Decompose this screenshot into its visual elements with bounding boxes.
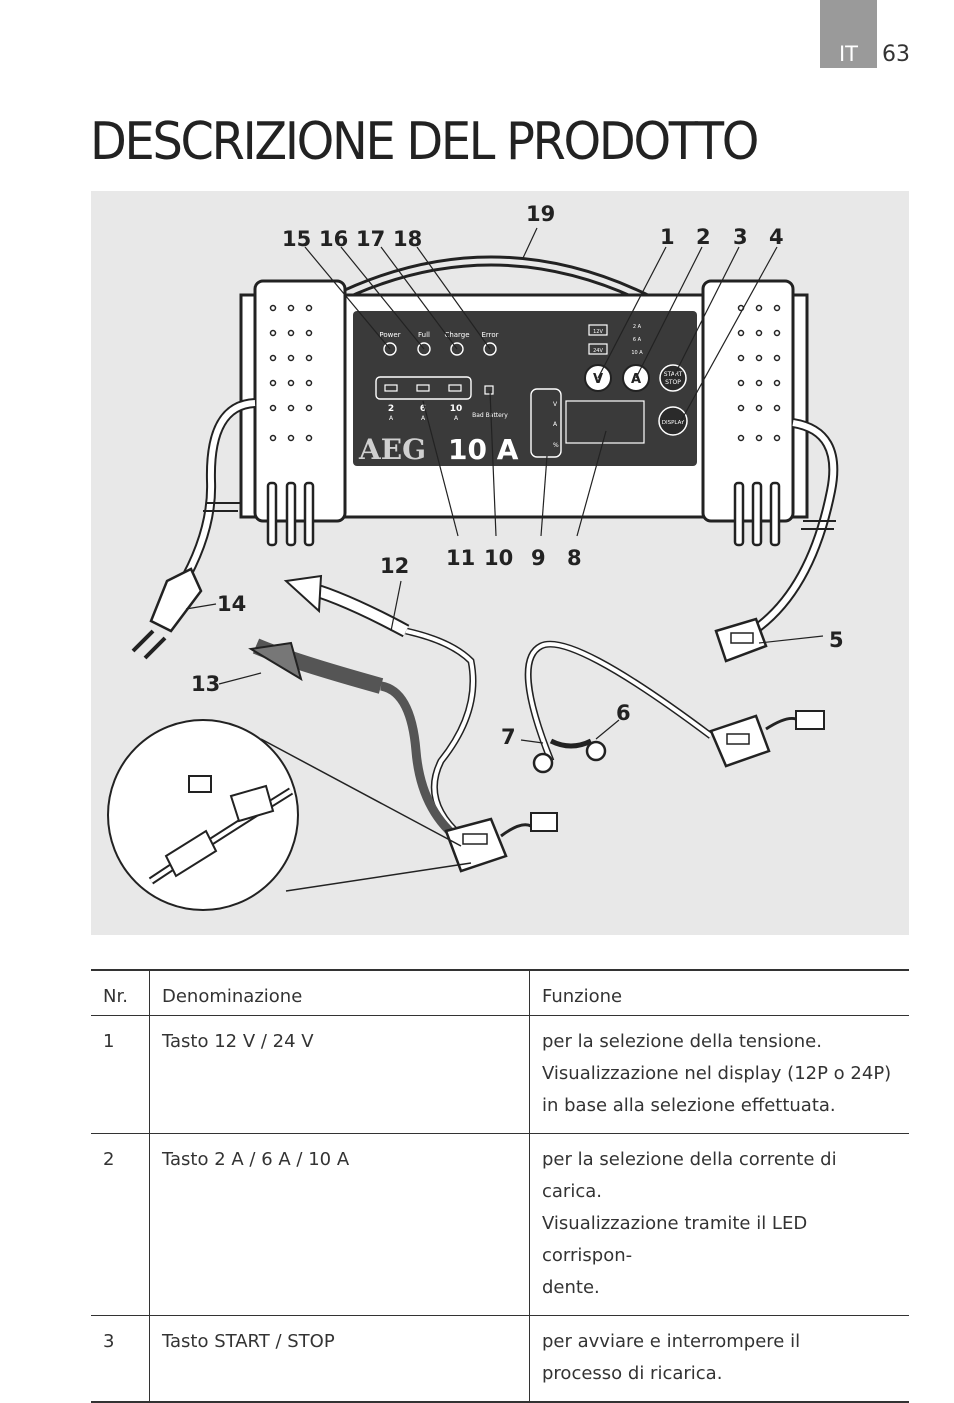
svg-text:A: A [553, 421, 558, 428]
component-table: Nr. Denominazione Funzione 1 Tasto 12 V … [91, 969, 909, 1403]
callout-9: 9 [531, 546, 546, 570]
brand-logo: AEG [358, 433, 426, 466]
display-button-label: DISPLAY [662, 420, 685, 426]
callout-16: 16 [319, 227, 348, 251]
row-function: per avviare e interrompere il processo d… [529, 1315, 909, 1402]
callout-7: 7 [501, 725, 516, 749]
callout-13: 13 [191, 672, 220, 696]
svg-text:6 A: 6 A [633, 337, 642, 343]
callout-11: 11 [446, 546, 475, 570]
callout-15: 15 [282, 227, 311, 251]
svg-text:10: 10 [450, 404, 463, 414]
voltage-button-label: V [593, 372, 603, 387]
svg-text:2: 2 [388, 404, 394, 414]
svg-text:24V: 24V [593, 348, 603, 354]
svg-text:A: A [454, 415, 459, 422]
control-panel [353, 311, 697, 466]
led-label-charge: Charge [444, 331, 469, 339]
row-name: Tasto START / STOP [149, 1315, 530, 1402]
callout-1: 1 [660, 225, 675, 249]
led-label-power: Power [379, 331, 400, 339]
callout-2: 2 [696, 225, 711, 249]
svg-text:2 A: 2 A [633, 324, 642, 330]
svg-text:10 A: 10 A [631, 350, 643, 356]
left-side-grip [253, 279, 347, 523]
table-row: 3 Tasto START / STOP per avviare e inter… [91, 1315, 909, 1402]
led-label-error: Error [481, 331, 498, 339]
row-number: 2 [91, 1133, 150, 1316]
callout-14: 14 [217, 592, 246, 616]
page-title: DESCRIZIONE DEL PRODOTTO [90, 112, 759, 172]
callout-17: 17 [356, 227, 385, 251]
charger-illustration: Power Full Charge Error 2 6 10 A A A Bad… [107, 202, 844, 911]
svg-text:6: 6 [420, 404, 426, 414]
callout-6: 6 [616, 701, 631, 725]
callout-18: 18 [393, 227, 422, 251]
column-header-nr: Nr. [91, 970, 150, 1016]
bad-battery-label: Bad Battery [472, 412, 508, 419]
product-diagram: Power Full Charge Error 2 6 10 A A A Bad… [91, 191, 909, 935]
table-row: 1 Tasto 12 V / 24 V per la selezione del… [91, 1015, 909, 1134]
callout-19: 19 [526, 202, 555, 226]
model-label: 10 A [448, 433, 519, 466]
language-tab: IT [820, 0, 877, 68]
svg-text:12V: 12V [593, 329, 603, 335]
callout-10: 10 [484, 546, 513, 570]
led-label-full: Full [418, 331, 430, 339]
callout-5: 5 [829, 628, 844, 652]
svg-text:V: V [553, 401, 558, 408]
column-header-name: Denominazione [149, 970, 530, 1016]
row-name: Tasto 2 A / 6 A / 10 A [149, 1133, 530, 1316]
table-header-row: Nr. Denominazione Funzione [91, 970, 909, 1016]
callout-4: 4 [769, 225, 784, 249]
start-stop-label-2: STOP [665, 379, 681, 386]
current-button-label: A [631, 372, 641, 387]
row-function: per la selezione della corrente di caric… [529, 1133, 909, 1316]
row-name: Tasto 12 V / 24 V [149, 1015, 530, 1134]
callout-12: 12 [380, 554, 409, 578]
svg-text:%: % [553, 442, 559, 449]
table-row: 2 Tasto 2 A / 6 A / 10 A per la selezion… [91, 1133, 909, 1316]
start-stop-label-1: START [664, 371, 683, 378]
page-number: 63 [882, 42, 910, 67]
svg-text:A: A [421, 415, 426, 422]
column-header-function: Funzione [542, 986, 623, 1007]
lcd-display [565, 400, 645, 444]
row-number: 3 [91, 1315, 150, 1402]
svg-text:A: A [389, 415, 394, 422]
callout-8: 8 [567, 546, 582, 570]
callout-3: 3 [733, 225, 748, 249]
row-number: 1 [91, 1015, 150, 1134]
row-function: per la selezione della tensione. Visuali… [529, 1015, 909, 1134]
